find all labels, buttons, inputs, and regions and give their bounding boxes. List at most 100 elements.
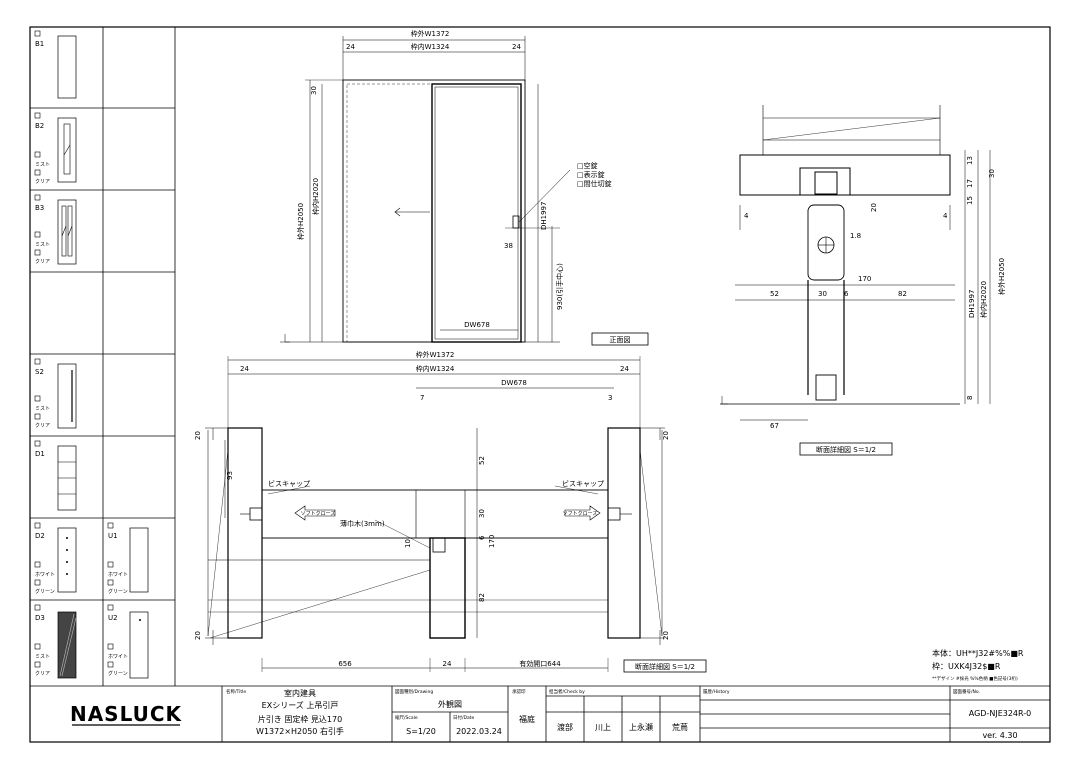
svg-text:24: 24 bbox=[620, 365, 629, 373]
svg-text:ビスキャップ: ビスキャップ bbox=[562, 479, 604, 488]
section-view bbox=[720, 105, 991, 456]
type-b2-code: B2 bbox=[35, 122, 44, 130]
plan-view-title: 断面詳細図 S＝1/2 bbox=[635, 662, 695, 671]
svg-text:6: 6 bbox=[844, 290, 849, 298]
svg-text:川上: 川上 bbox=[595, 723, 611, 732]
door-icon-u2 bbox=[129, 611, 149, 679]
svg-text:24: 24 bbox=[512, 43, 521, 51]
svg-text:日付/Date: 日付/Date bbox=[453, 714, 475, 721]
svg-text:D1: D1 bbox=[35, 450, 45, 458]
section-view-title: 断面詳細図 S＝1/2 bbox=[816, 445, 876, 454]
svg-text:D2: D2 bbox=[35, 532, 45, 540]
svg-text:S2: S2 bbox=[35, 368, 44, 376]
svg-text:30: 30 bbox=[988, 169, 996, 178]
plan-view bbox=[205, 356, 707, 673]
type-d3: D3 ミスト クリア bbox=[34, 604, 77, 679]
svg-text:履歴/History: 履歴/History bbox=[703, 689, 730, 695]
svg-text:24: 24 bbox=[240, 365, 249, 373]
svg-text:52: 52 bbox=[770, 290, 779, 298]
svg-text:20: 20 bbox=[662, 631, 670, 640]
svg-text:DW678: DW678 bbox=[464, 321, 490, 329]
title-block bbox=[221, 686, 1050, 742]
svg-text:クリア: クリア bbox=[35, 423, 50, 429]
svg-text:20: 20 bbox=[662, 431, 670, 440]
svg-text:枠外W1372: 枠外W1372 bbox=[411, 29, 450, 38]
svg-text:W1372×H2050 右引手: W1372×H2050 右引手 bbox=[256, 726, 344, 736]
type-u1: U1 ホワイト グリーン bbox=[107, 522, 149, 595]
svg-text:30: 30 bbox=[818, 290, 827, 298]
svg-text:S=1/20: S=1/20 bbox=[406, 727, 436, 736]
type-b3: B3 ミスト クリア bbox=[34, 194, 77, 265]
type-d2: D2 ホワイト グリーン bbox=[34, 522, 77, 595]
svg-text:4: 4 bbox=[943, 212, 948, 220]
svg-text:DH1997: DH1997 bbox=[968, 290, 976, 318]
svg-text:縮尺/Scale: 縮尺/Scale bbox=[395, 714, 418, 721]
type-b2: B2 ミスト クリア bbox=[34, 112, 77, 185]
svg-text:ミスト: ミスト bbox=[35, 242, 50, 248]
svg-text:15: 15 bbox=[966, 196, 974, 205]
svg-text:枠外H2050: 枠外H2050 bbox=[296, 203, 305, 240]
svg-text:7: 7 bbox=[420, 394, 424, 402]
svg-text:20: 20 bbox=[870, 203, 878, 212]
svg-text:クリア: クリア bbox=[35, 259, 50, 265]
svg-text:20: 20 bbox=[194, 631, 202, 640]
svg-text:図面種別/Drawing: 図面種別/Drawing bbox=[395, 688, 433, 695]
svg-text:ビスキャップ: ビスキャップ bbox=[268, 479, 310, 488]
svg-text:ソフトクローズ: ソフトクローズ bbox=[563, 510, 598, 517]
svg-text:枠内W1324: 枠内W1324 bbox=[411, 42, 450, 51]
svg-text:□表示錠: □表示錠 bbox=[577, 170, 605, 179]
type-b1-code: B1 bbox=[35, 40, 44, 48]
svg-text:承認印: 承認印 bbox=[512, 688, 526, 695]
svg-text:□空錠: □空錠 bbox=[577, 161, 598, 170]
svg-text:U2: U2 bbox=[108, 614, 118, 622]
svg-text:枠内W1324: 枠内W1324 bbox=[416, 364, 455, 373]
svg-text:名称/Title: 名称/Title bbox=[226, 688, 246, 695]
svg-text:6: 6 bbox=[478, 535, 486, 540]
type-u2: U2 ホワイト グリーン bbox=[107, 604, 149, 679]
svg-text:67: 67 bbox=[770, 422, 779, 430]
svg-text:93: 93 bbox=[226, 471, 234, 480]
svg-text:□間仕切錠: □間仕切錠 bbox=[577, 179, 612, 188]
svg-text:38: 38 bbox=[504, 242, 513, 250]
type-s2: S2 ミスト クリア bbox=[34, 358, 77, 429]
door-icon-u1 bbox=[129, 527, 149, 593]
svg-text:ホワイト: ホワイト bbox=[35, 572, 55, 578]
svg-text:クリア: クリア bbox=[35, 179, 50, 185]
svg-text:ver. 4.30: ver. 4.30 bbox=[982, 731, 1017, 740]
svg-text:2022.03.24: 2022.03.24 bbox=[456, 727, 502, 736]
svg-text:DW678: DW678 bbox=[501, 379, 527, 387]
svg-text:17: 17 bbox=[966, 179, 974, 188]
svg-text:ミスト: ミスト bbox=[35, 162, 50, 168]
svg-text:656: 656 bbox=[338, 660, 352, 668]
door-icon-s2 bbox=[57, 363, 77, 429]
svg-text:30: 30 bbox=[310, 86, 318, 95]
door-icon-b2 bbox=[57, 117, 77, 183]
svg-text:ホワイト: ホワイト bbox=[108, 572, 128, 578]
svg-text:クリア: クリア bbox=[35, 671, 50, 677]
svg-text:枠内H2020: 枠内H2020 bbox=[979, 281, 988, 318]
svg-text:DH1997: DH1997 bbox=[540, 202, 548, 230]
door-icon-d2 bbox=[57, 527, 77, 593]
spec-body: 本体：UH**J32#%%■R bbox=[932, 648, 1024, 658]
type-d1: D1 bbox=[34, 440, 77, 511]
svg-text:枠内H2020: 枠内H2020 bbox=[311, 178, 320, 215]
svg-text:担当者/Check by: 担当者/Check by bbox=[549, 688, 585, 695]
svg-text:ミスト: ミスト bbox=[35, 654, 50, 660]
door-type-catalog bbox=[30, 27, 1050, 687]
svg-text:B3: B3 bbox=[35, 204, 44, 212]
svg-text:52: 52 bbox=[478, 456, 486, 465]
svg-text:4: 4 bbox=[744, 212, 749, 220]
svg-text:薄巾木(3mm): 薄巾木(3mm) bbox=[340, 519, 385, 528]
svg-text:U1: U1 bbox=[108, 532, 118, 540]
nasluck-logo: NASLUCK bbox=[70, 702, 183, 726]
spec-frame: 枠：UXK4J32$■R bbox=[932, 661, 1001, 671]
front-view-title: 正面図 bbox=[610, 336, 631, 344]
svg-text:82: 82 bbox=[898, 290, 907, 298]
svg-text:ホワイト: ホワイト bbox=[108, 654, 128, 660]
svg-text:有効開口644: 有効開口644 bbox=[519, 659, 561, 668]
svg-text:3: 3 bbox=[608, 394, 612, 402]
svg-text:D3: D3 bbox=[35, 614, 45, 622]
svg-text:170: 170 bbox=[858, 275, 871, 283]
svg-text:20: 20 bbox=[194, 431, 202, 440]
